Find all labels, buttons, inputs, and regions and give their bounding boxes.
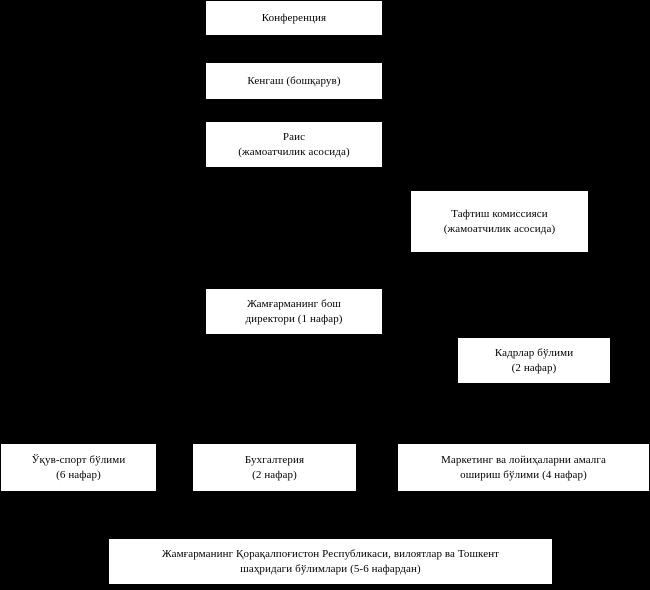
connector-director-trunk-down xyxy=(293,335,294,443)
node-label-line: Кенгаш (бошқарув) xyxy=(247,74,341,87)
node-label-line: (жамоатчилик асосида) xyxy=(238,145,350,158)
node-label-line: Ўқув-спорт бўлими xyxy=(31,454,126,467)
node-label-line: (2 нафар) xyxy=(252,468,297,481)
connector-bus-to-marketing xyxy=(523,415,524,443)
node-conference: Конференция xyxy=(205,0,383,36)
node-chairman: Раис(жамоатчилик асосида) xyxy=(205,121,383,168)
connector-director-bus-horizontal xyxy=(78,415,523,416)
connector-bus-to-accounting xyxy=(274,415,275,443)
node-label-line: (2 нафар) xyxy=(511,361,557,374)
node-label-line: директори (1 нафар) xyxy=(245,312,343,325)
connector-director-to-hr xyxy=(293,360,534,361)
node-label-line: Конференция xyxy=(261,11,327,24)
node-label-line: Маркетинг ва лойиҳаларни амалга xyxy=(440,454,606,467)
node-education-sport-department: Ўқув-спорт бўлими(6 нафар) xyxy=(0,443,157,492)
node-accounting-department: Бухгалтерия(2 нафар) xyxy=(192,443,357,492)
node-label-line: шаҳридаги бўлимлари (5-6 нафардан) xyxy=(240,562,421,575)
node-label-line: Кадрлар бўлими xyxy=(494,347,574,360)
connector-chairman-branch-to-audit xyxy=(293,221,499,222)
connector-chairman-to-director xyxy=(293,168,294,288)
node-hr-department: Кадрлар бўлими(2 нафар) xyxy=(457,337,611,384)
node-audit-commission: Тафтиш комиссияси(жамоатчилик асосида) xyxy=(410,190,589,253)
node-label-line: ошириш бўлими (4 нафар) xyxy=(460,468,587,481)
node-council: Кенгаш (бошқарув) xyxy=(205,62,383,100)
node-label-line: (жамоатчилик асосида) xyxy=(443,222,556,235)
connector-accounting-to-branches xyxy=(330,492,331,538)
node-label-line: Жамғарманинг бош xyxy=(246,298,341,311)
node-label-line: (6 нафар) xyxy=(56,468,101,481)
connector-conference-to-council xyxy=(293,36,294,62)
node-label-line: Бухгалтерия xyxy=(244,454,305,467)
node-regional-branches: Жамғарманинг Қорақалпоғистон Республикас… xyxy=(108,538,553,585)
connector-bus-to-education xyxy=(78,415,79,443)
node-label-line: Раис xyxy=(282,131,306,144)
node-label-line: Жамғарманинг Қорақалпоғистон Республикас… xyxy=(161,548,500,561)
connector-council-to-chairman xyxy=(293,100,294,121)
node-label-line: Тафтиш комиссияси xyxy=(451,208,548,221)
